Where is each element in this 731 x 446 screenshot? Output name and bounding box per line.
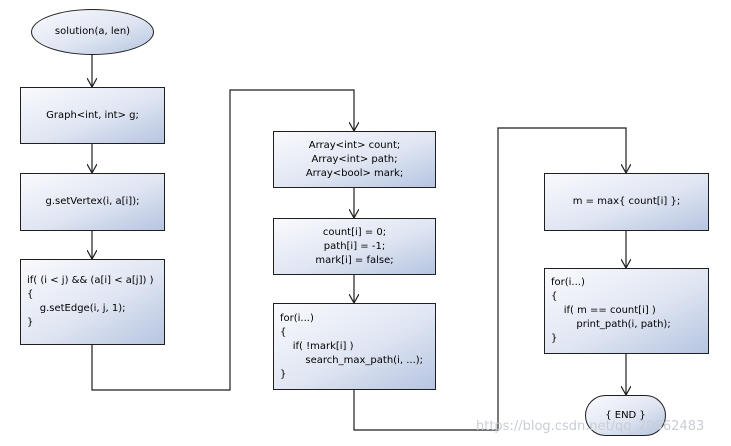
array-declarations-line-2: Array<int> path; xyxy=(311,153,398,165)
set-edge-line-1: if( (i < j) && (a[i] < a[j]) ) xyxy=(27,275,154,286)
array-declarations-line-3: Array<bool> mark; xyxy=(305,167,404,179)
search-loop-box: for(i...) { if( !mark[i] ) search_max_pa… xyxy=(273,303,436,390)
graph-declaration-box: Graph<int, int> g; xyxy=(20,87,165,144)
graph-declaration-label: Graph<int, int> g; xyxy=(46,109,139,121)
set-edge-line-4: } xyxy=(27,317,34,328)
print-loop-line-4: print_path(i, path); xyxy=(551,319,671,330)
max-count-label: m = max{ count[i] }; xyxy=(572,196,681,207)
search-loop-line-1: for(i...) xyxy=(280,312,314,324)
print-loop-box: for(i...) { if( m == count[i] ) print_pa… xyxy=(544,268,709,354)
max-count-box: m = max{ count[i] }; xyxy=(544,173,709,231)
set-vertex-box: g.setVertex(i, a[i]); xyxy=(20,173,165,231)
init-arrays-line-1: count[i] = 0; xyxy=(322,226,387,238)
array-declarations-line-1: Array<int> count; xyxy=(308,139,401,151)
search-loop-line-4: search_max_path(i, ...); xyxy=(280,354,424,366)
set-edge-line-3: g.setEdge(i, j, 1); xyxy=(27,303,126,314)
start-terminal-label: solution(a, len) xyxy=(54,26,131,37)
set-vertex-label: g.setVertex(i, a[i]); xyxy=(45,196,140,207)
set-edge-box: if( (i < j) && (a[i] < a[j]) ) { g.setEd… xyxy=(20,259,165,345)
print-loop-line-2: { xyxy=(551,291,558,302)
init-arrays-line-2: path[i] = -1; xyxy=(323,240,386,252)
search-loop-line-2: { xyxy=(280,326,287,338)
set-edge-line-2: { xyxy=(27,289,34,300)
watermark-text: https://blog.csdn.net/qq_29962483 xyxy=(476,419,705,434)
end-terminal-label: { END } xyxy=(605,409,646,421)
init-arrays-box: count[i] = 0; path[i] = -1; mark[i] = fa… xyxy=(273,218,436,275)
print-loop-line-5: } xyxy=(551,333,558,344)
end-terminal: { END } xyxy=(585,395,666,436)
print-loop-line-1: for(i...) xyxy=(551,277,585,288)
connector-setedge-to-arrays xyxy=(91,89,354,391)
search-loop-line-3: if( !mark[i] ) xyxy=(280,340,354,352)
connector-search-to-max xyxy=(353,127,626,431)
init-arrays-line-3: mark[i] = false; xyxy=(315,254,394,266)
start-terminal: solution(a, len) xyxy=(31,9,154,55)
print-loop-line-3: if( m == count[i] ) xyxy=(551,305,656,316)
array-declarations-box: Array<int> count; Array<int> path; Array… xyxy=(273,131,436,188)
search-loop-line-5: } xyxy=(280,368,287,380)
